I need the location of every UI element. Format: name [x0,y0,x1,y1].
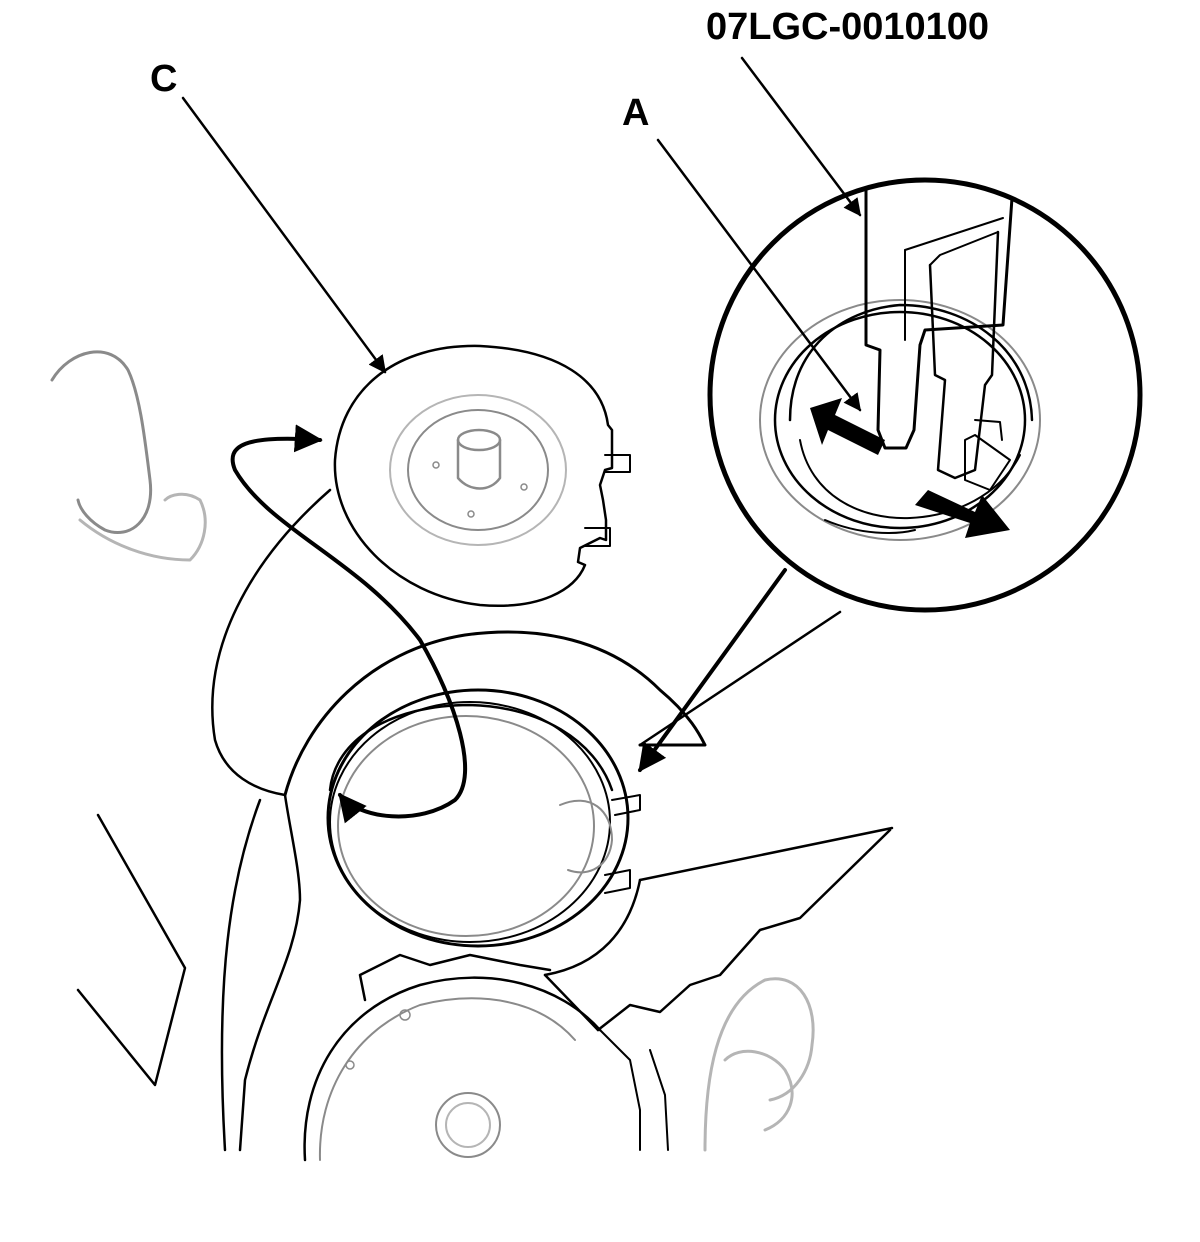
inset-pointer-arrow [638,568,787,773]
detail-inset [707,177,1143,613]
tool-number-label: 07LGC-0010100 [706,6,990,48]
removal-path-arrow [230,424,468,824]
leader-lines [181,56,862,773]
part-c-label: C [150,58,178,100]
seal-bore [326,688,641,948]
part-c-leader-line [181,96,387,374]
engine-background-outline [50,350,894,1152]
lower-housing [303,953,669,1162]
part-c-seal-cover [333,344,631,607]
part-a-label: A [622,92,650,134]
part-a-leader-line [656,138,862,412]
tool-leader-line [740,56,862,217]
